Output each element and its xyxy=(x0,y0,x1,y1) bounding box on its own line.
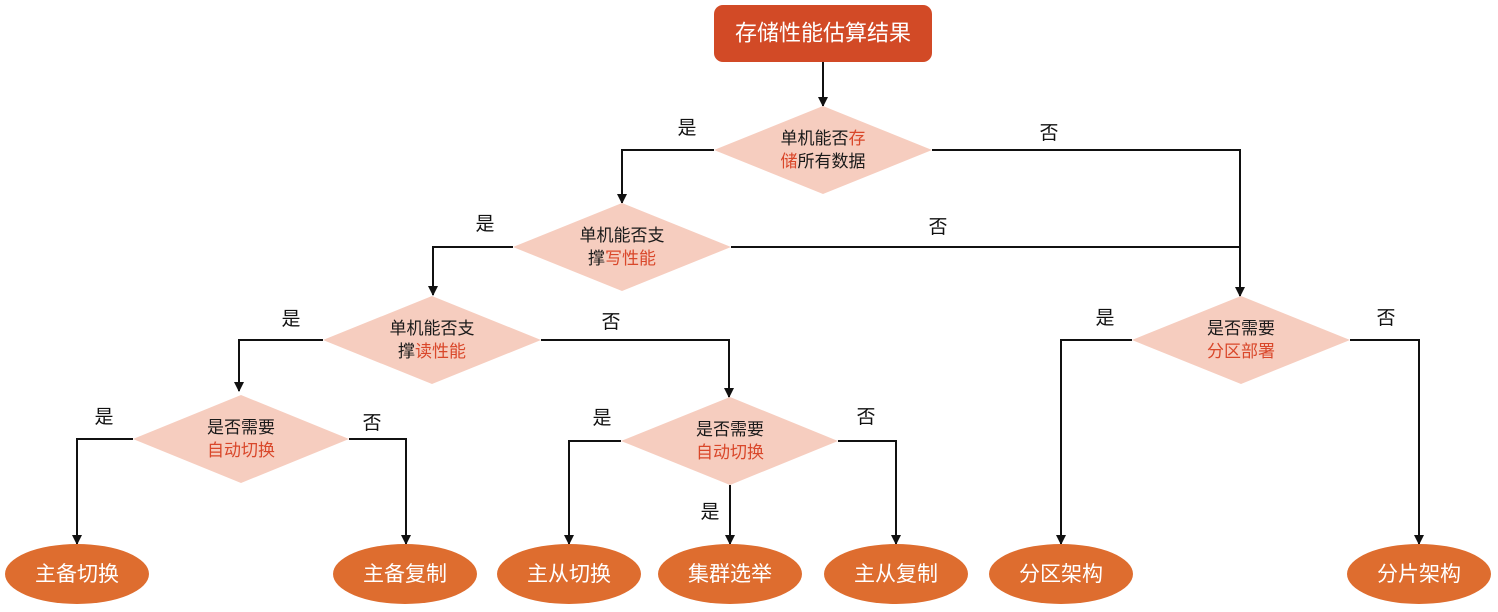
edge-d4-yes-l1 xyxy=(72,438,133,545)
decision-text-plain: 撑 xyxy=(398,342,415,362)
edge-d3-no-d5 xyxy=(541,339,734,398)
decision-auto-failover-left: 是否需要 自动切换 xyxy=(133,395,349,483)
leaf-label: 集群选举 xyxy=(688,562,772,586)
decision-line-1: 是否需要 xyxy=(1207,319,1275,339)
decision-text-plain: 所有数据 xyxy=(798,152,866,172)
edge-d5-no-l5 xyxy=(838,440,901,545)
decision-text-highlight: 写性能 xyxy=(605,249,656,269)
decision-diamond xyxy=(714,106,932,194)
leaf-label: 主备切换 xyxy=(35,562,119,586)
leaf-ellipse xyxy=(497,544,641,604)
edge-label-yes: 是 xyxy=(677,117,696,139)
edge-d6-no-l7 xyxy=(1350,339,1424,545)
decision-text-highlight: 储 xyxy=(781,152,798,172)
edge-label-no: 否 xyxy=(1039,122,1058,144)
leaf-master-slave-failover: 主从切换 xyxy=(497,544,641,604)
decision-line-2: 撑写性能 xyxy=(588,249,656,269)
decision-line-1: 单机能否存 xyxy=(781,129,866,149)
leaf-label: 主从复制 xyxy=(854,562,938,586)
decision-diamond xyxy=(1132,296,1350,384)
leaf-ellipse xyxy=(989,544,1133,604)
decision-write-performance: 单机能否支 撑写性能 xyxy=(513,203,731,291)
edge-label-no: 否 xyxy=(856,406,875,428)
edge-d3-yes-d4 xyxy=(234,339,323,392)
decision-line-2: 自动切换 xyxy=(207,441,275,461)
edge-d1-yes-d2 xyxy=(617,149,714,204)
decision-line-1: 单机能否支 xyxy=(390,319,475,339)
root-box xyxy=(714,5,932,62)
edge-d2-yes-d3 xyxy=(428,246,513,296)
edge-label-yes: 是 xyxy=(592,407,611,429)
edge-label-no: 否 xyxy=(1376,307,1395,329)
leaf-ellipse xyxy=(5,544,149,604)
leaf-master-standby-replication: 主备复制 xyxy=(333,544,477,604)
edge-d5-yes-l3 xyxy=(564,440,621,545)
decision-line-2: 自动切换 xyxy=(696,443,764,463)
decision-line-1: 单机能否支 xyxy=(580,226,665,246)
decision-line-2: 储所有数据 xyxy=(781,152,866,172)
decision-diamond xyxy=(133,395,349,483)
edge-label-yes: 是 xyxy=(700,501,719,523)
decision-line-2: 分区部署 xyxy=(1207,342,1275,362)
decision-storage-capacity: 单机能否存 储所有数据 xyxy=(714,106,932,194)
leaf-label: 主备复制 xyxy=(363,562,447,586)
decision-diamond xyxy=(513,203,731,291)
edge-label-no: 否 xyxy=(601,311,620,333)
decision-text-plain: 撑 xyxy=(588,249,605,269)
decision-text-plain: 单机能否 xyxy=(781,129,849,149)
decision-line-1: 是否需要 xyxy=(696,420,764,440)
edge-label-no: 否 xyxy=(928,216,947,238)
decision-text-highlight: 存 xyxy=(849,129,866,149)
leaf-label: 分片架构 xyxy=(1377,562,1461,586)
leaf-ellipse xyxy=(1347,544,1491,604)
edge-label-yes: 是 xyxy=(475,213,494,235)
edge-d1-no-d6 xyxy=(932,149,1245,297)
connectors xyxy=(72,62,1424,545)
edge-d4-no-l2 xyxy=(349,438,411,545)
decision-auto-failover-middle: 是否需要 自动切换 xyxy=(621,397,838,485)
decision-text-highlight: 读性能 xyxy=(415,342,466,362)
root-label: 存储性能估算结果 xyxy=(735,22,911,47)
leaf-partition-architecture: 分区架构 xyxy=(989,544,1133,604)
edge-label-yes: 是 xyxy=(1095,307,1114,329)
leaf-master-standby-failover: 主备切换 xyxy=(5,544,149,604)
leaf-ellipse xyxy=(824,544,968,604)
edge-d6-yes-l6 xyxy=(1056,339,1132,545)
leaf-label: 分区架构 xyxy=(1019,562,1103,586)
leaf-sharding-architecture: 分片架构 xyxy=(1347,544,1491,604)
leaf-master-slave-replication: 主从复制 xyxy=(824,544,968,604)
leaf-ellipse xyxy=(658,544,802,604)
decision-read-performance: 单机能否支 撑读性能 xyxy=(323,296,541,384)
leaf-cluster-election: 集群选举 xyxy=(658,544,802,604)
decision-partition-deploy: 是否需要 分区部署 xyxy=(1132,296,1350,384)
decision-line-2: 撑读性能 xyxy=(398,342,466,362)
edge-label-no: 否 xyxy=(362,412,381,434)
decision-diamond xyxy=(621,397,838,485)
edge-label-yes: 是 xyxy=(281,308,300,330)
decision-line-1: 是否需要 xyxy=(207,418,275,438)
edge-labels: 是 否 是 否 是 否 是 否 是 否 是 是 否 xyxy=(94,117,1395,523)
edge-label-yes: 是 xyxy=(94,406,113,428)
leaf-ellipse xyxy=(333,544,477,604)
decision-diamond xyxy=(323,296,541,384)
root-node: 存储性能估算结果 xyxy=(714,5,932,62)
leaf-label: 主从切换 xyxy=(527,562,611,586)
